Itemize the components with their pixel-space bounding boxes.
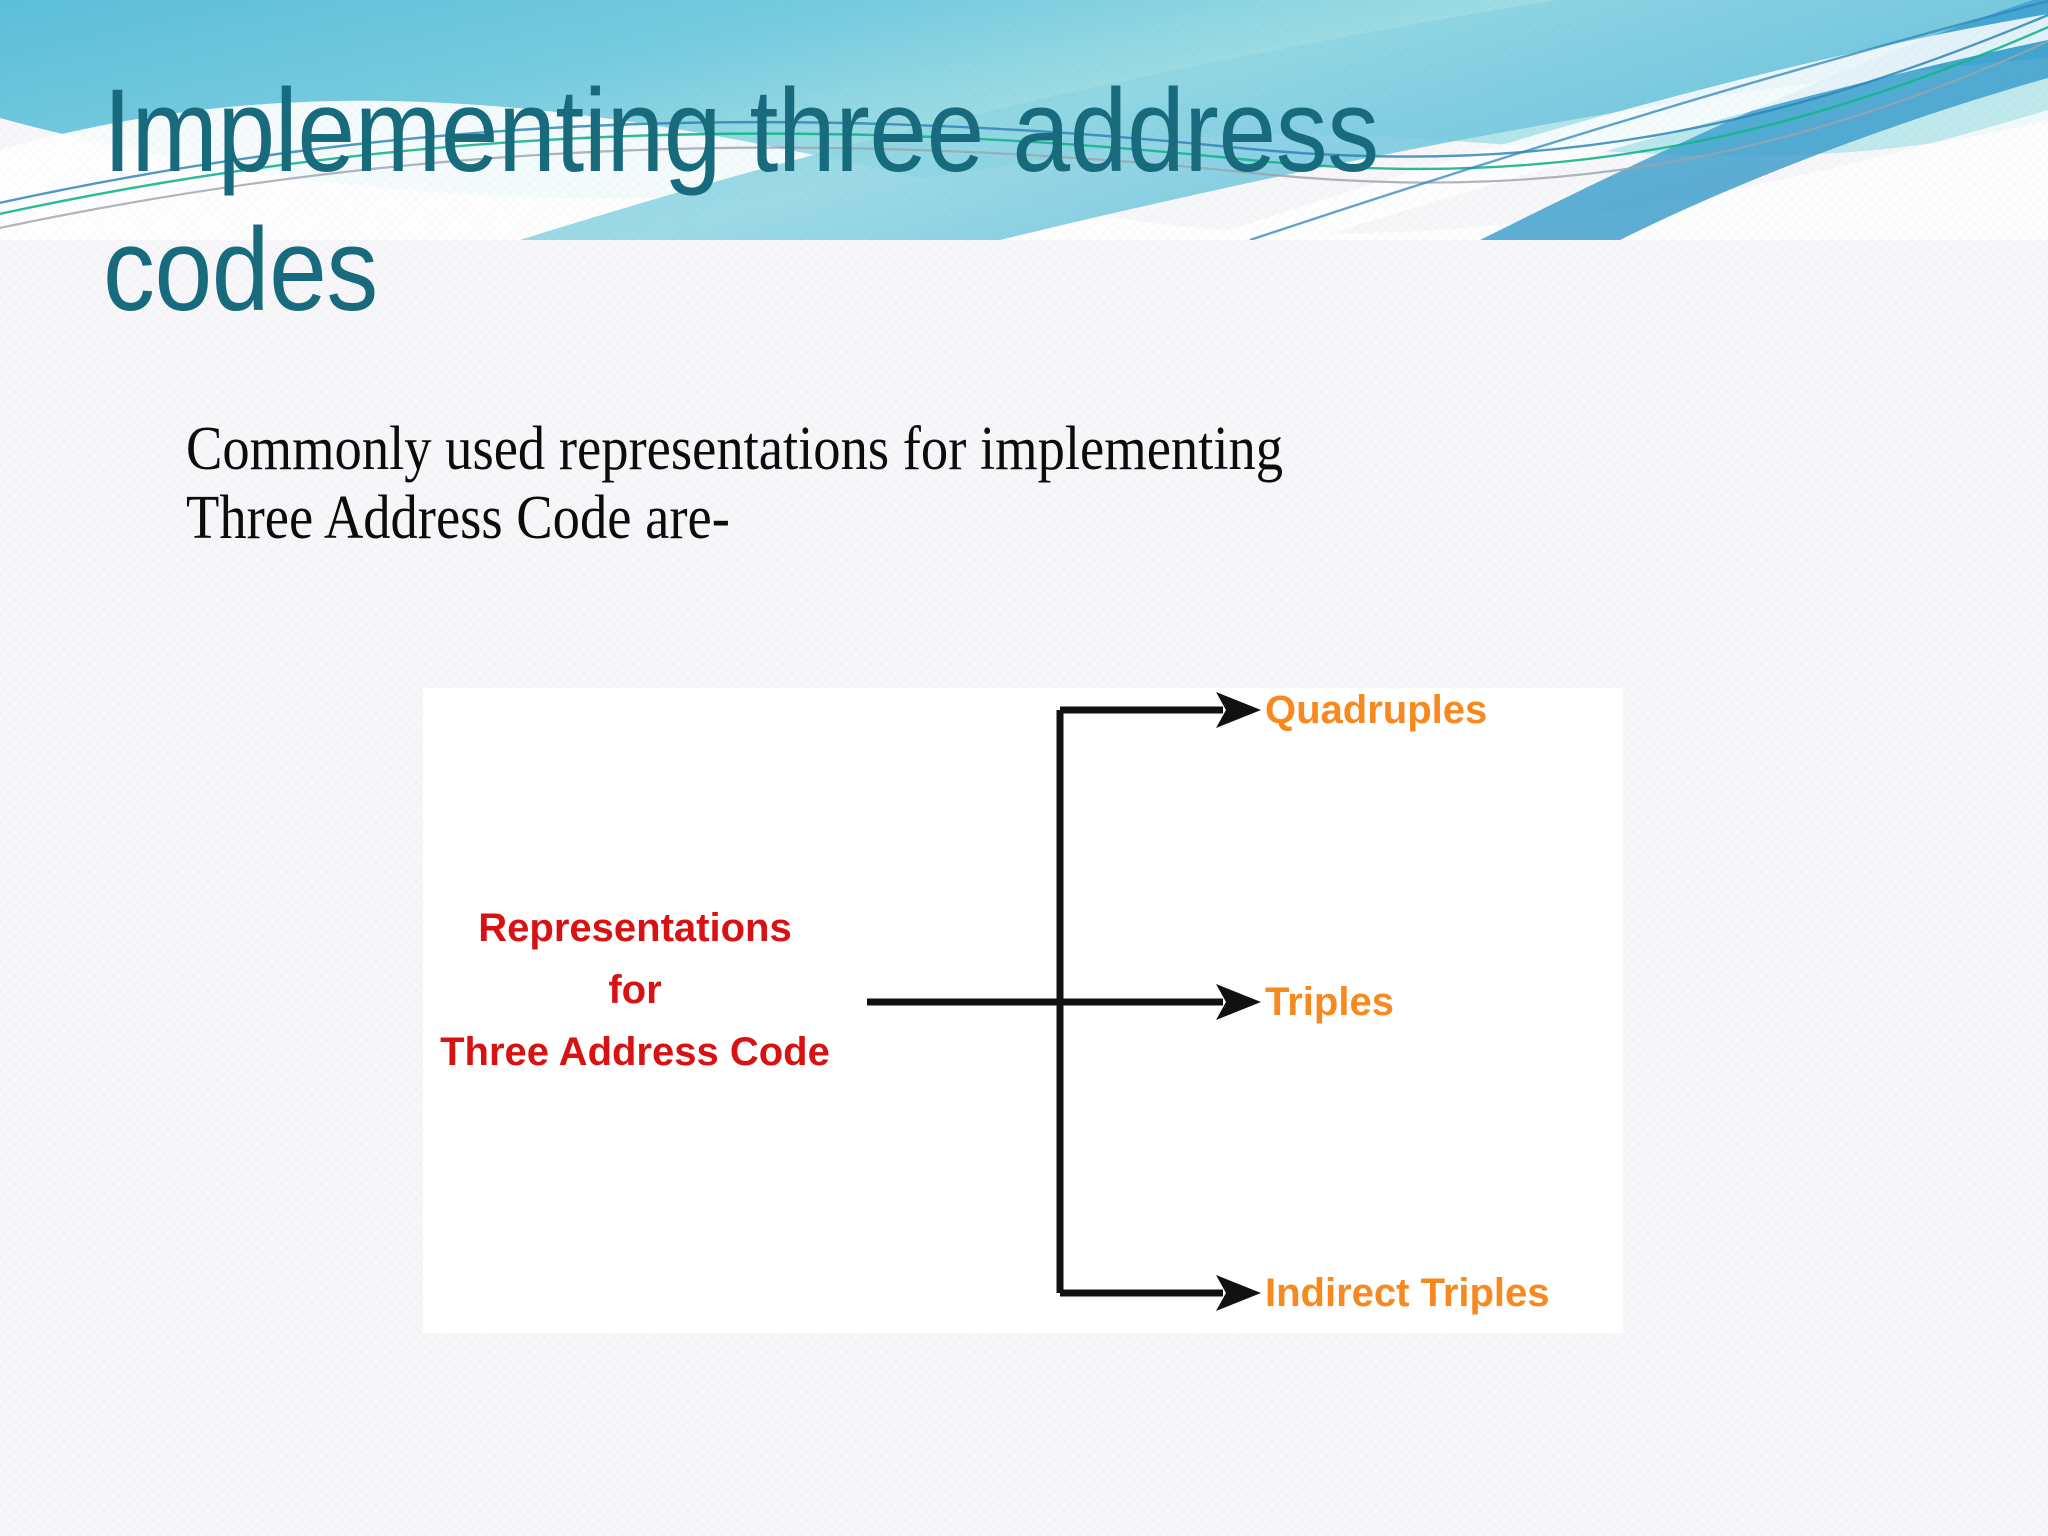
body-paragraph: Commonly used representations for implem… [186,415,1682,554]
page-title: Implementing three address codes [103,65,1408,337]
source-label-line-1: Representations [478,906,792,950]
arrowhead-quadruples [1216,692,1261,728]
diagram-connectors [867,692,1261,1311]
representations-diagram: Representations for Three Address Code Q… [423,688,1623,1333]
source-label-line-3: Three Address Code [440,1030,830,1074]
branch-label-indirect-triples: Indirect Triples [1265,1271,1550,1315]
arrowhead-indirect-triples [1216,1275,1261,1311]
header-wave-decoration [0,0,2048,240]
body-line-2: Three Address Code are- [186,484,730,553]
branch-label-quadruples: Quadruples [1265,688,1488,732]
branch-label-triples: Triples [1265,980,1394,1024]
arrowhead-triples [1216,984,1261,1020]
body-line-1: Commonly used representations for implem… [186,415,1284,483]
source-label-line-2: for [608,968,662,1012]
